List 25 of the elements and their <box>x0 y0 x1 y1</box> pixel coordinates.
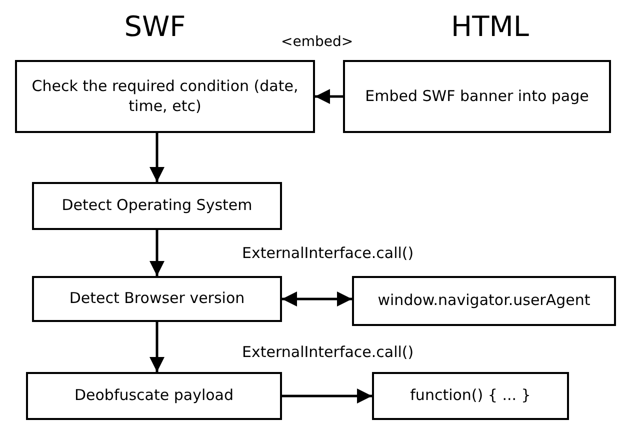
box-text: Embed SWF banner into page <box>365 86 589 106</box>
process-box <box>15 60 315 133</box>
arrow <box>315 89 343 104</box>
arrow <box>150 230 164 276</box>
column-heading: SWF <box>124 10 186 43</box>
box-text: function() { ... } <box>410 386 531 406</box>
box-text: window.navigator.userAgent <box>378 291 590 311</box>
tag-label: <embed> <box>281 34 354 50</box>
process-box <box>32 182 282 230</box>
arrow <box>282 292 352 306</box>
box-text: Detect Operating System <box>62 196 252 216</box>
note-label: ExternalInterface.call() <box>242 244 414 262</box>
column-heading: HTML <box>451 10 529 43</box>
process-box <box>26 372 282 420</box>
box-text: Deobfuscate payload <box>74 386 234 406</box>
arrow <box>150 133 164 182</box>
process-box <box>343 60 611 133</box>
arrow <box>282 388 372 404</box>
box-text: Check the required condition (date, time, etc) <box>30 77 300 116</box>
process-box <box>372 372 569 420</box>
box-text: Detect Browser version <box>69 289 245 309</box>
arrow <box>150 322 164 372</box>
note-label: ExternalInterface.call() <box>242 343 414 361</box>
process-box <box>32 276 282 322</box>
process-box <box>352 276 616 326</box>
